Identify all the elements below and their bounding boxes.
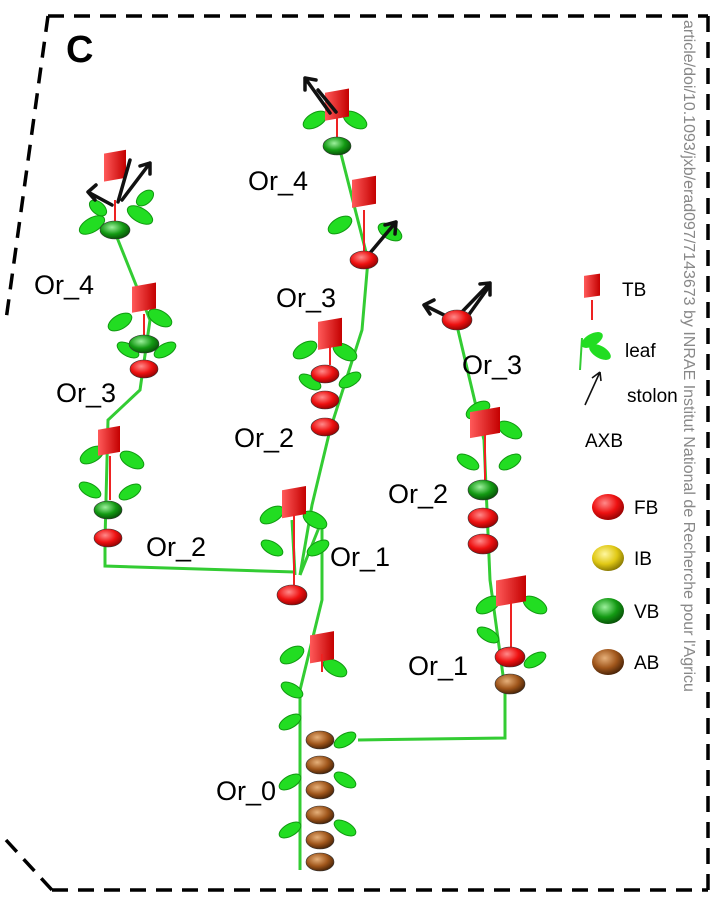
order-labels: Or_4 Or_3 Or_2 Or_4 Or_3 Or_2 Or_1 Or_3 … bbox=[34, 166, 522, 806]
legend-stolon-label: stolon bbox=[627, 386, 678, 407]
fb-bud bbox=[467, 533, 499, 555]
fb-bud bbox=[441, 309, 473, 331]
ab-bud bbox=[305, 830, 335, 850]
fb-bud bbox=[93, 528, 123, 548]
tb-mid-or3 bbox=[318, 317, 342, 365]
fb-bud bbox=[276, 584, 308, 606]
fb-bud bbox=[310, 390, 340, 410]
leaf-pairs-left bbox=[78, 189, 177, 501]
tb-left-or3 bbox=[98, 425, 120, 500]
legend-axb-title: AXB bbox=[585, 431, 623, 452]
ab-bud bbox=[305, 755, 335, 775]
tb-left-top bbox=[104, 149, 126, 222]
vb-bud bbox=[93, 500, 123, 520]
label-mid-or3: Or_3 bbox=[276, 283, 336, 313]
legend-leaf-label: leaf bbox=[625, 341, 656, 362]
fb-bud bbox=[310, 417, 340, 437]
ab-bud bbox=[494, 673, 526, 695]
ab-bud bbox=[305, 780, 335, 800]
ab-bud bbox=[305, 852, 335, 872]
label-left-or2: Or_2 bbox=[146, 532, 206, 562]
stolon-arrows bbox=[86, 76, 492, 322]
tb-mid-or2 bbox=[282, 486, 306, 585]
leaf-pairs-main bbox=[278, 645, 357, 839]
legend-ab-label: AB bbox=[634, 653, 659, 674]
fb-bud bbox=[129, 359, 159, 379]
fb-bud bbox=[310, 364, 340, 384]
legend-fb: FB bbox=[592, 494, 658, 520]
axillary-buds bbox=[93, 136, 526, 872]
watermark: article/doi/10.1093/jxb/erad097/7143673 … bbox=[680, 20, 697, 692]
ab-bud bbox=[305, 730, 335, 750]
stolon-mid-or4 bbox=[368, 220, 398, 255]
label-left-or3: Or_3 bbox=[56, 378, 116, 408]
fb-bud bbox=[349, 250, 379, 270]
panel-frame bbox=[4, 14, 710, 892]
vb-bud bbox=[99, 220, 131, 240]
tb-left-or4 bbox=[132, 282, 156, 335]
legend-ib: IB bbox=[592, 545, 652, 571]
legend-ab: AB bbox=[592, 649, 659, 675]
vb-bud bbox=[322, 136, 352, 156]
legend-leaf: leaf bbox=[579, 332, 656, 371]
legend-stolon: stolon bbox=[584, 371, 678, 407]
vb-bud bbox=[128, 334, 160, 354]
vb-bud bbox=[467, 479, 499, 501]
stolon-left bbox=[86, 158, 152, 207]
legend: TB leaf stolon AXB FB IB VB AB bbox=[579, 273, 678, 675]
terminal-buds bbox=[98, 88, 526, 672]
tb-mid-or4 bbox=[352, 175, 376, 252]
legend-tb-label: TB bbox=[622, 280, 646, 301]
label-left-or4: Or_4 bbox=[34, 270, 94, 300]
legend-vb-label: VB bbox=[634, 602, 659, 623]
legend-ib-label: IB bbox=[634, 549, 652, 570]
leaves bbox=[78, 110, 548, 839]
label-mid-or2: Or_2 bbox=[234, 423, 294, 453]
leaf-pairs-middle bbox=[259, 110, 403, 557]
label-right-or2: Or_2 bbox=[388, 479, 448, 509]
legend-tb: TB bbox=[584, 273, 646, 320]
label-mid-or1: Or_1 bbox=[330, 542, 390, 572]
label-right-or1: Or_1 bbox=[408, 651, 468, 681]
label-main-or0: Or_0 bbox=[216, 776, 276, 806]
fb-bud bbox=[494, 646, 526, 668]
legend-fb-label: FB bbox=[634, 498, 658, 519]
panel-label: C bbox=[66, 29, 93, 71]
tb-main bbox=[310, 631, 334, 672]
label-mid-or4: Or_4 bbox=[248, 166, 308, 196]
stolon-mid-top bbox=[303, 76, 338, 115]
label-right-or3: Or_3 bbox=[462, 350, 522, 380]
tb-right-or1 bbox=[496, 575, 526, 650]
stolon-right bbox=[422, 281, 492, 322]
tb-right-or3 bbox=[470, 406, 500, 480]
ab-bud bbox=[305, 805, 335, 825]
fb-bud bbox=[467, 507, 499, 529]
legend-vb: VB bbox=[592, 598, 659, 624]
leaf-pairs-right bbox=[456, 400, 548, 669]
